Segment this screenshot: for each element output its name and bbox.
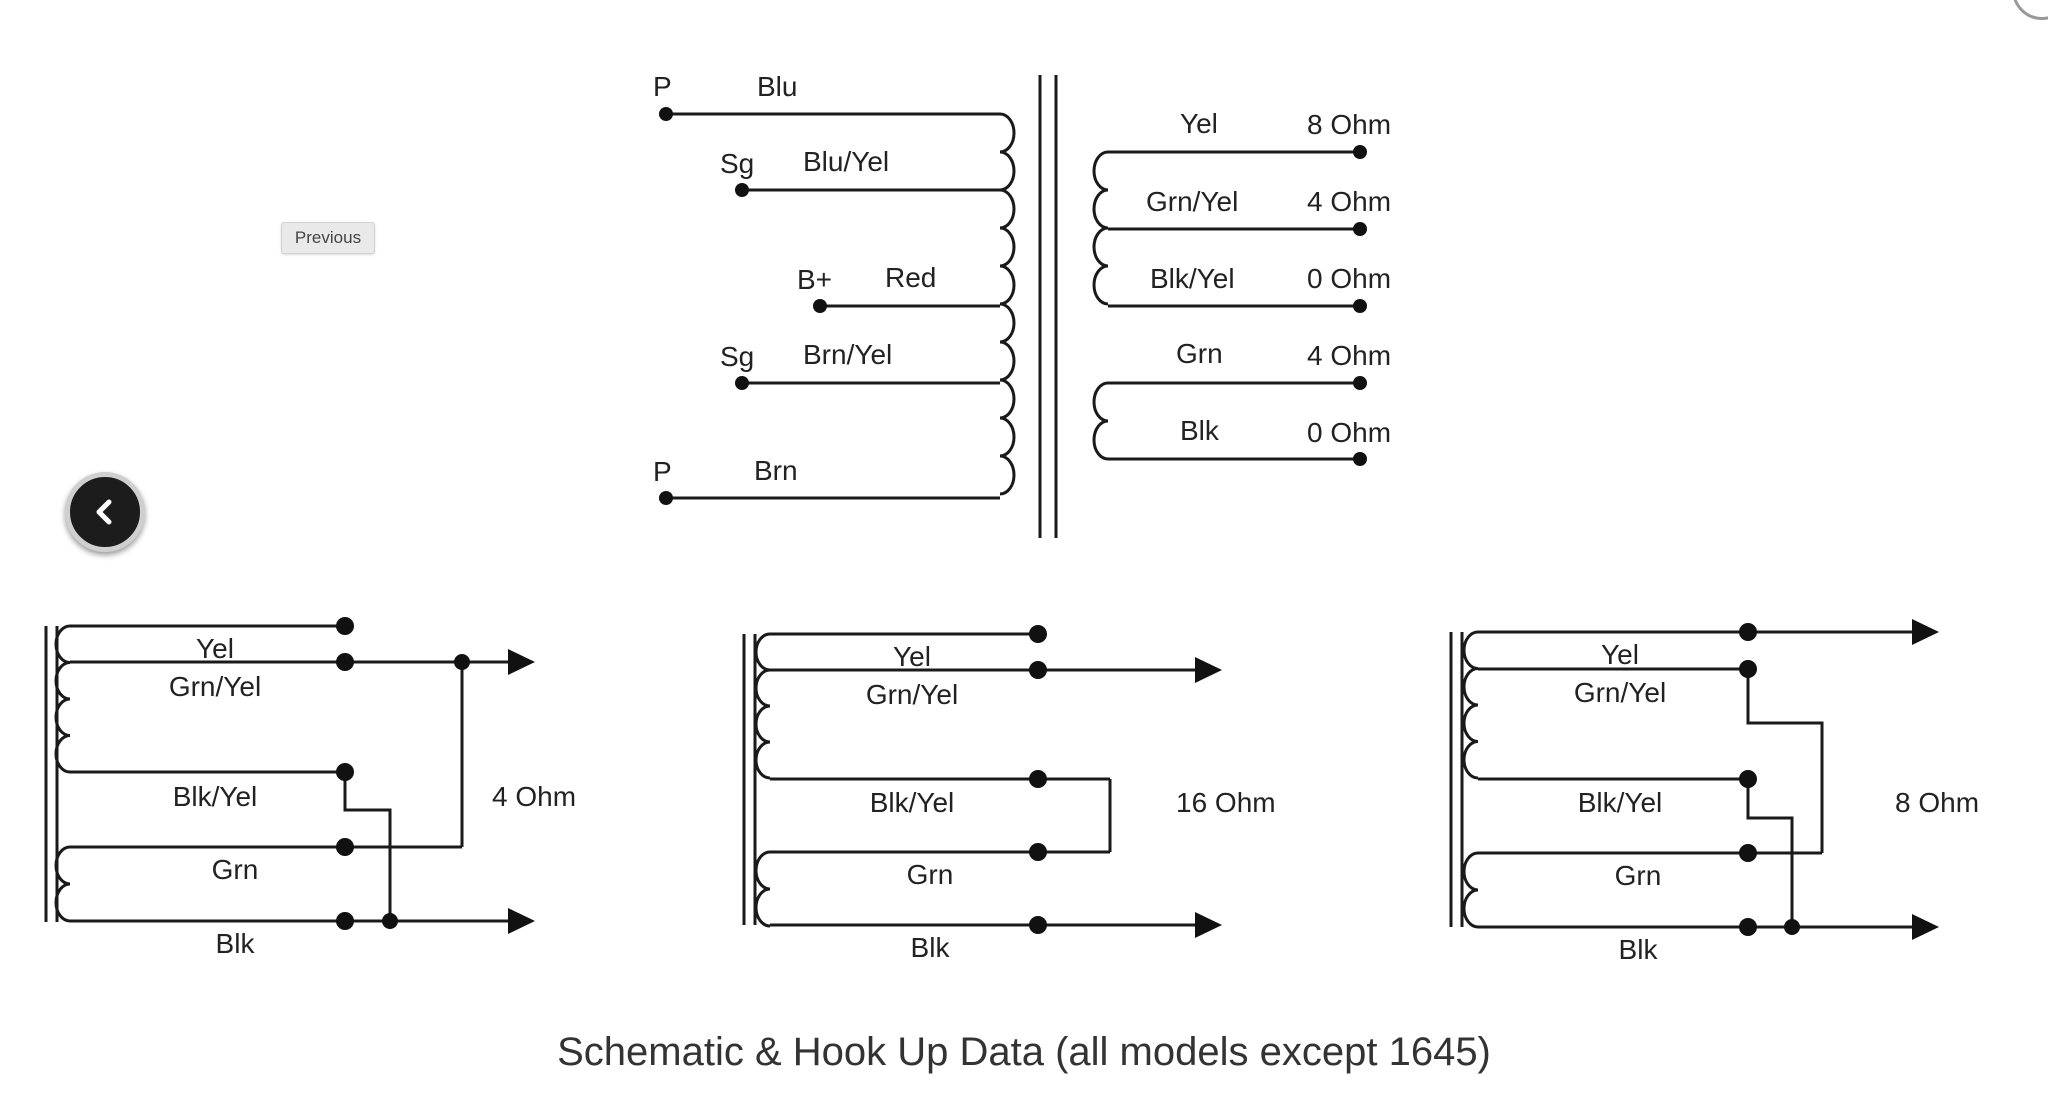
hookup-jumper [1746,779,1794,927]
primary-terminal-label: P [653,71,672,102]
primary-color-label: Blu/Yel [803,146,889,177]
hookup-terminal [336,912,354,930]
hookup-terminal [1029,625,1047,643]
hookup-impedance-label: 16 Ohm [1176,787,1276,818]
output-arrow-icon [508,908,535,934]
secondary-ohm-label: 4 Ohm [1307,186,1391,217]
hookup-junction [382,913,398,929]
secondary-color-label: Yel [1180,108,1218,139]
hookup-terminal [1739,918,1757,936]
hookup-terminal [336,763,354,781]
hookup-terminal [336,653,354,671]
hookup-label: Blk [1619,934,1659,965]
hookup-terminal [1739,770,1757,788]
hookup-junction [1784,919,1800,935]
chevron-left-icon [96,499,112,525]
primary-terminal-label: B+ [797,264,832,295]
hookup-diagram-16-ohm: Yel Grn/Yel Blk/Yel Grn Blk 16 Ohm [742,625,1276,963]
hookup-diagram-4-ohm: Yel Grn/Yel Blk/Yel Grn Blk 4 Ohm [44,617,576,959]
primary-coil [999,112,1016,496]
hookup-terminal [1029,770,1047,788]
primary-color-label: Blu [757,71,797,102]
hookup-label: Yel [196,633,234,664]
secondary-ohm-label: 0 Ohm [1307,263,1391,294]
hookup-coil-lower [1462,851,1479,929]
secondary-terminal-grn [1353,376,1367,390]
secondary-ohm-label: 0 Ohm [1307,417,1391,448]
hookup-coil-upper [1462,630,1479,780]
primary-color-label: Brn/Yel [803,339,892,370]
hookup-jumper [1746,669,1824,853]
hookup-jumper [343,772,392,921]
secondary-color-label: Grn [1176,338,1223,369]
primary-terminal-1 [659,107,673,121]
output-arrow-icon [1912,619,1939,645]
secondary-color-label: Blk [1180,415,1220,446]
previous-button[interactable]: Previous [281,222,375,254]
secondary-coil-a [1092,150,1109,306]
primary-color-label: Brn [754,455,798,486]
hookup-label: Grn/Yel [1574,677,1666,708]
main-schematic: P Blu Sg Blu/Yel B+ Red Sg Brn/Yel P Brn… [653,71,1391,538]
primary-terminal-4 [735,376,749,390]
hookup-label: Blk [216,928,256,959]
hookup-impedance-label: 4 Ohm [492,781,576,812]
hookup-terminal [1739,660,1757,678]
secondary-color-label: Grn/Yel [1146,186,1238,217]
hookup-terminal [1029,661,1047,679]
hookup-label: Blk [911,932,951,963]
hookup-terminal [336,617,354,635]
primary-terminal-2 [735,183,749,197]
hookup-label: Yel [893,641,931,672]
hookup-diagram-8-ohm: Yel Grn/Yel Blk/Yel Grn Blk 8 Ohm [1449,619,1979,965]
output-arrow-icon [1195,657,1222,683]
hookup-terminal [1739,623,1757,641]
output-arrow-icon [1912,914,1939,940]
primary-terminal-label: Sg [720,341,754,372]
secondary-terminal-yel [1353,145,1367,159]
secondary-ohm-label: 4 Ohm [1307,340,1391,371]
hookup-impedance-label: 8 Ohm [1895,787,1979,818]
hookup-coil-upper [754,632,771,780]
back-button[interactable] [65,472,145,552]
hookup-label: Blk/Yel [1578,787,1663,818]
hookup-label: Grn [1615,860,1662,891]
hookup-label: Grn/Yel [169,671,261,702]
hookup-coil-lower [754,850,771,928]
primary-color-label: Red [885,262,936,293]
primary-terminal-label: P [653,456,672,487]
hookup-terminal [1029,843,1047,861]
figure-caption: Schematic & Hook Up Data (all models exc… [557,1030,1491,1074]
output-arrow-icon [508,649,535,675]
primary-terminal-3 [813,299,827,313]
hookup-coil-lower [54,845,71,923]
secondary-terminal-blkyel [1353,299,1367,313]
hookup-label: Grn [907,859,954,890]
output-arrow-icon [1195,912,1222,938]
secondary-color-label: Blk/Yel [1150,263,1235,294]
hookup-junction [454,654,470,670]
hookup-terminal [336,838,354,856]
secondary-coil-b [1092,381,1109,461]
hookup-terminal [1029,916,1047,934]
hookup-terminal [1739,844,1757,862]
hookup-label: Yel [1601,639,1639,670]
hookup-label: Grn/Yel [866,679,958,710]
hookup-label: Blk/Yel [870,787,955,818]
primary-terminal-5 [659,491,673,505]
secondary-terminal-blk [1353,452,1367,466]
hookup-coil-upper [54,624,71,774]
hookup-label: Blk/Yel [173,781,258,812]
secondary-ohm-label: 8 Ohm [1307,109,1391,140]
primary-terminal-label: Sg [720,148,754,179]
hookup-label: Grn [212,854,259,885]
secondary-terminal-grnyel [1353,222,1367,236]
